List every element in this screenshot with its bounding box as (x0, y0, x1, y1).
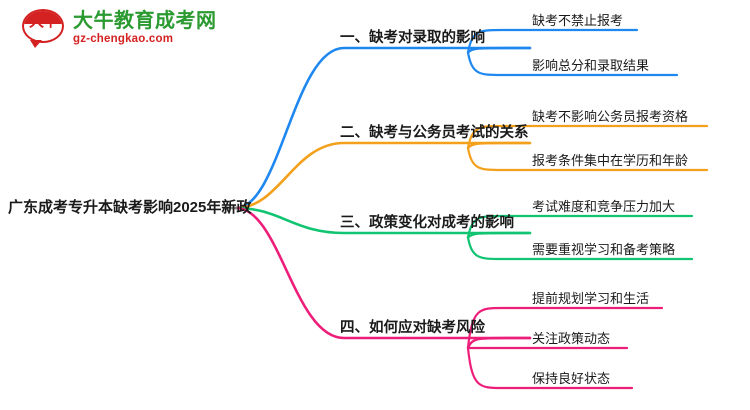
connector-line (234, 206, 532, 340)
connector-line (466, 124, 709, 150)
logo-text-block: 大牛教育成考网 gz-chengkao.com (73, 10, 217, 46)
logo-title: 大牛教育成考网 (73, 10, 217, 33)
mindmap-leaf-node[interactable]: 提前规划学习和生活 (532, 291, 650, 306)
connector-line (466, 214, 694, 239)
mindmap-root-node[interactable]: 广东成考专升本缺考影响2025年新政 (8, 199, 252, 216)
connector-line (466, 236, 694, 261)
mindmap-leaf-node[interactable]: 影响总分和录取结果 (532, 58, 650, 73)
mindmap-leaf-node[interactable]: 考试难度和竞争压力加大 (532, 199, 676, 214)
bubble-shape (22, 9, 64, 43)
connector-line (466, 306, 664, 350)
connector-line (234, 141, 532, 210)
mindmap-leaf-node[interactable]: 关注政策动态 (532, 331, 611, 346)
connector-line (466, 346, 634, 390)
bubble-tail (30, 40, 42, 48)
connector-line (466, 146, 709, 172)
mindmap-leaf-node[interactable]: 保持良好状态 (532, 371, 611, 386)
site-logo: 大牛 大牛教育成考网 gz-chengkao.com (22, 8, 217, 48)
connector-line (234, 206, 532, 235)
connector-line (466, 141, 532, 150)
mindmap-leaf-node[interactable]: 需要重视学习和备考策略 (532, 242, 676, 257)
mindmap-branch-node[interactable]: 四、如何应对缺考风险 (340, 320, 485, 336)
bull-speech-bubble-icon: 大牛 (22, 8, 66, 48)
connector-line (234, 46, 532, 210)
logo-mark-text: 大牛 (28, 13, 58, 30)
mindmap-leaf-node[interactable]: 报考条件集中在学历和年龄 (532, 153, 689, 168)
connector-line (466, 46, 532, 54)
connector-line (466, 336, 532, 350)
mindmap-branch-node[interactable]: 二、缺考与公务员考试的关系 (340, 125, 529, 141)
mindmap-leaf-node[interactable]: 缺考不影响公务员报考资格 (532, 109, 689, 124)
mindmap-leaf-node[interactable]: 缺考不禁止报考 (532, 13, 624, 28)
connector-line (466, 231, 532, 239)
connector-line (466, 51, 679, 77)
mindmap-branch-node[interactable]: 一、缺考对录取的影响 (340, 30, 485, 46)
logo-domain: gz-chengkao.com (73, 33, 174, 46)
mindmap-branch-node[interactable]: 三、政策变化对成考的影响 (340, 215, 514, 231)
connector-line (466, 28, 639, 54)
